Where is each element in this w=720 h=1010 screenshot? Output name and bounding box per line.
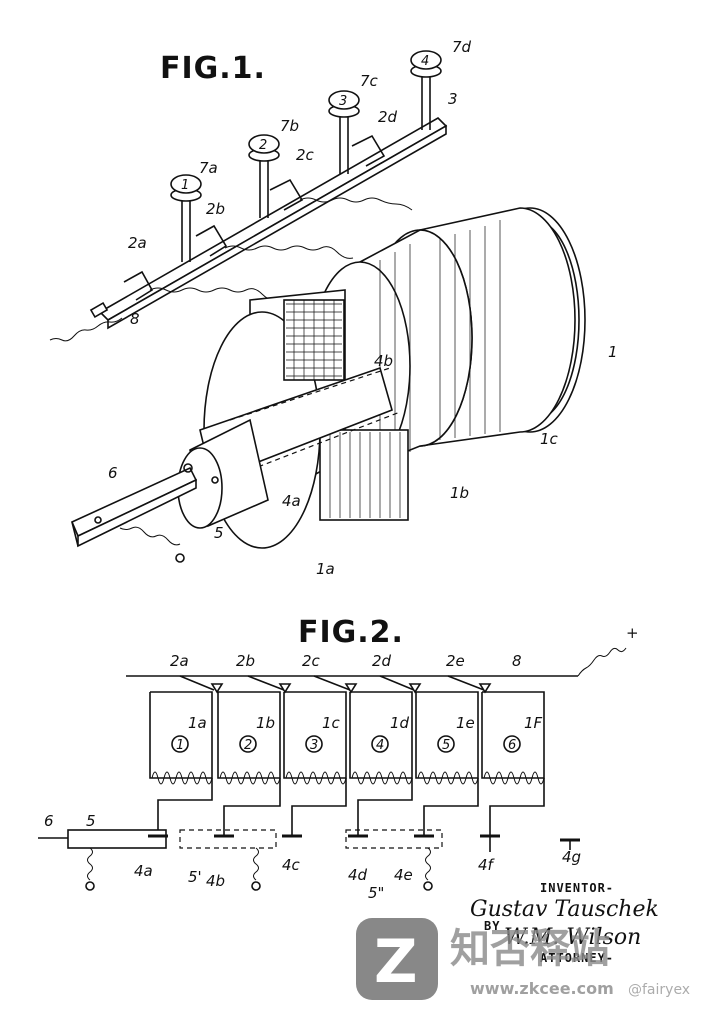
coil-to-core-leads <box>157 778 545 836</box>
key-number: 1 <box>181 178 189 193</box>
inventor-caption: INVENTOR- <box>540 881 614 895</box>
fig2-title: FIG.2. <box>298 615 404 650</box>
reference-label: Z <box>374 927 418 997</box>
signature-block: INVENTOR- Gustav Tauschek BY W.M. Wilson… <box>470 881 659 965</box>
bus-wire: + 8 <box>126 624 639 677</box>
reference-label: 3 <box>448 90 458 108</box>
plus-terminal: + <box>626 624 639 642</box>
reference-label: 1c <box>540 430 559 448</box>
watermark-url: www.zkcee.com <box>470 979 614 998</box>
coil-number: 5 <box>442 738 450 753</box>
coil-label: 1e <box>456 714 475 732</box>
inventor-signature: Gustav Tauschek <box>470 897 659 922</box>
key-3: 3 <box>328 90 360 174</box>
tube-and-rod <box>70 418 269 563</box>
reference-label: 5' <box>188 868 202 886</box>
reference-label: 5 <box>86 812 96 830</box>
coil-label: 1d <box>390 714 410 732</box>
reference-label: 4g <box>562 848 581 866</box>
fig1-labels: 7a 7b 7c 7d 3 2a 2b 2c 2d 8 1 1a 1b 1c 4… <box>108 38 618 578</box>
coil-boxes: 1 2 3 4 5 6 1a 1b 1c 1d 1e 1F <box>149 691 545 785</box>
reference-label: 5 <box>214 524 224 542</box>
key-1: 1 <box>170 174 202 262</box>
coil-number: 3 <box>310 738 318 753</box>
key-4: 4 <box>410 50 442 130</box>
key-number: 3 <box>339 94 347 109</box>
coil-label: 1b <box>256 714 275 732</box>
watermark-site-name: 知否释站 <box>450 926 610 972</box>
reference-label: 4d <box>348 866 368 884</box>
reference-label: 2d <box>378 108 398 126</box>
reference-label: 4b <box>374 352 393 370</box>
reference-label: 2e <box>446 652 465 670</box>
reference-label: 6 <box>108 464 118 482</box>
reference-label: 8 <box>130 310 140 328</box>
coil-number: 1 <box>176 738 184 753</box>
reference-label: 2d <box>372 652 392 670</box>
reference-label: 4c <box>282 856 301 874</box>
coil-label: 1F <box>524 714 543 732</box>
reference-label: 7b <box>280 117 299 135</box>
rod-and-tubes <box>38 829 580 891</box>
reference-label: 7c <box>360 72 379 90</box>
by-caption: BY <box>484 919 500 933</box>
watermark-handle: @fairyex <box>628 982 690 998</box>
key-number: 2 <box>259 138 267 153</box>
reference-label: 2b <box>236 652 255 670</box>
switch-strip <box>89 117 448 330</box>
watermark: Z 知否释站 www.zkcee.com @fairyex <box>356 918 690 1000</box>
coil-assembly <box>199 207 586 549</box>
fig1-title: FIG.1. <box>160 51 266 86</box>
coil-number: 2 <box>244 738 252 753</box>
reference-label: 4b <box>206 872 225 890</box>
reference-label: 1a <box>316 560 335 578</box>
reference-label: 4a <box>134 862 153 880</box>
reference-label: 4f <box>478 856 496 874</box>
reference-label: 5" <box>368 884 384 902</box>
reference-label: 2c <box>302 652 321 670</box>
reference-label: 7d <box>452 38 472 56</box>
reference-label: 1 <box>608 343 618 361</box>
attorney-signature: W.M. Wilson <box>504 925 641 950</box>
reference-label: 4e <box>394 866 413 884</box>
wire-label: 8 <box>512 652 522 670</box>
reference-label: 2c <box>296 146 315 164</box>
coil-leads <box>49 197 413 342</box>
coil-label: 1a <box>188 714 207 732</box>
reference-label: 2b <box>206 200 225 218</box>
reference-label: 4a <box>282 492 301 510</box>
reference-label: 2a <box>128 234 147 252</box>
coil-label: 1c <box>322 714 341 732</box>
reference-label: 1b <box>450 484 469 502</box>
coil-number: 4 <box>376 738 384 753</box>
key-2: 2 <box>248 134 280 218</box>
reference-label: 7a <box>199 159 218 177</box>
attorney-caption: ATTORNEY- <box>540 951 614 965</box>
key-number: 4 <box>421 54 429 69</box>
switch-contacts: 2a 2b 2c 2d 2e <box>170 652 492 694</box>
reference-label: 6 <box>44 812 54 830</box>
reference-label: 2a <box>170 652 189 670</box>
fig2-bottom-labels: 6 5 4a 5' 4b 4c 4d 5" 4e 4f 4g <box>44 812 581 902</box>
coil-number: 6 <box>508 738 516 753</box>
watermark-logo-icon <box>356 918 438 1000</box>
